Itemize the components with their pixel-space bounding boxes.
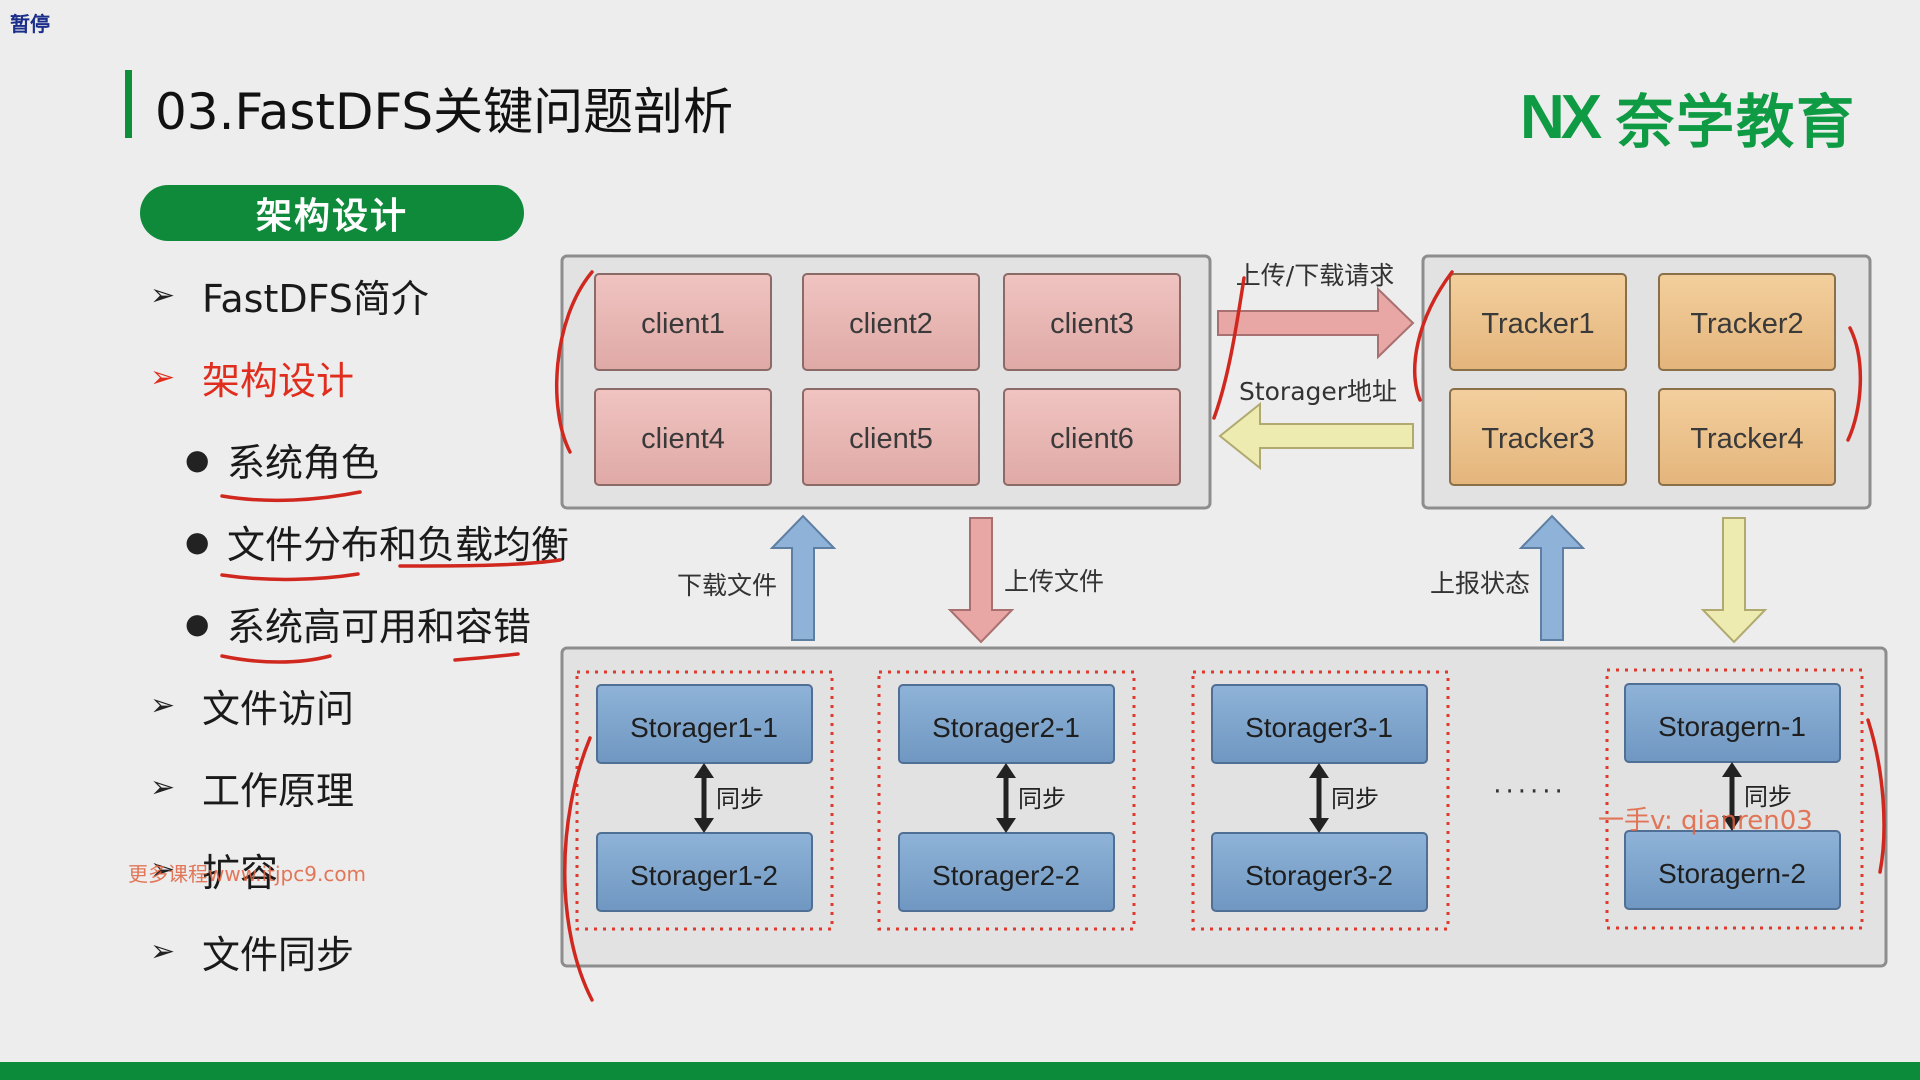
storage-node xyxy=(898,684,1115,764)
watermark-contact: 一手v: qianren03 xyxy=(1598,806,1813,836)
storage-node-label: Storager1-1 xyxy=(630,712,778,743)
storage-node-label: Storager2-2 xyxy=(932,860,1080,891)
storage-node xyxy=(1624,683,1841,763)
outline-item-label: 文件同步 xyxy=(202,933,355,977)
outline-item-label: 系统高可用和容错 xyxy=(227,605,532,649)
svg-text:Tracker3: Tracker3 xyxy=(1481,423,1594,455)
report-label: 上报状态 xyxy=(1430,569,1530,598)
upload-label: 上传文件 xyxy=(1004,567,1104,596)
dot-bullet-icon: ● xyxy=(185,443,210,476)
storage-cluster-panel xyxy=(560,646,1888,968)
client-node: client6 xyxy=(1003,388,1181,486)
storage-node-label: Storager2-1 xyxy=(932,712,1080,743)
outline-item-label: FastDFS简介 xyxy=(202,277,429,321)
ellipsis: ······ xyxy=(1493,777,1567,807)
outline-item-intro[interactable]: ➢ FastDFS简介 xyxy=(150,268,429,323)
client-node: client2 xyxy=(802,273,980,371)
request-arrow-right xyxy=(1217,286,1415,360)
sync-label: 同步 xyxy=(716,785,764,813)
tracker-node: Tracker4 xyxy=(1658,388,1836,486)
tracker-node: Tracker3 xyxy=(1449,388,1627,486)
outline-item-scaling[interactable]: ➢ 扩容 xyxy=(150,842,278,897)
arrow-bullet-icon: ➢ xyxy=(150,688,176,723)
storage-node-label: Storager3-1 xyxy=(1245,712,1393,743)
outline-item-label: 文件访问 xyxy=(202,687,355,731)
watermark-site: 更多课程www.itjpc9.com xyxy=(128,862,367,886)
arrow-bullet-icon: ➢ xyxy=(150,770,176,805)
address-arrow-left xyxy=(1218,401,1414,471)
pause-label: 暂停 xyxy=(10,12,50,36)
section-pill: 架构设计 xyxy=(140,185,524,241)
storage-node xyxy=(596,684,813,764)
client-node: client1 xyxy=(594,273,772,371)
svg-text:Tracker1: Tracker1 xyxy=(1481,308,1594,340)
sync-label: 同步 xyxy=(1331,785,1379,813)
svg-text:client4: client4 xyxy=(641,423,725,455)
client-node: client4 xyxy=(594,388,772,486)
storage-group-1: Storager1-1 Storager1-2 同步 xyxy=(575,670,834,931)
report-arrow-up xyxy=(1518,514,1586,641)
storage-group-3: Storager3-1 Storager3-2 同步 xyxy=(1191,670,1450,931)
page-title: 03.FastDFS关键问题剖析 xyxy=(155,83,734,141)
storage-node xyxy=(1211,684,1428,764)
arrow-bullet-icon: ➢ xyxy=(150,934,176,969)
outline-item-architecture[interactable]: ➢ 架构设计 xyxy=(150,350,354,405)
storage-node xyxy=(1624,830,1841,910)
arrow-bullet-icon: ➢ xyxy=(150,278,176,313)
title-accent-bar xyxy=(125,70,132,138)
storage-node-label: Storager1-2 xyxy=(630,860,778,891)
arrow-bullet-icon: ➢ xyxy=(150,360,176,395)
outline-item-label: 系统角色 xyxy=(227,441,380,485)
logo-mark: NX xyxy=(1520,82,1602,152)
storage-node-label: Storager3-2 xyxy=(1245,860,1393,891)
outline-item-label: 扩容 xyxy=(202,851,279,895)
dot-bullet-icon: ● xyxy=(185,607,210,640)
svg-text:client5: client5 xyxy=(849,423,933,455)
download-label: 下载文件 xyxy=(677,571,777,600)
outline-subitem-high-availability[interactable]: ● 系统高可用和容错 xyxy=(185,596,531,651)
storage-node xyxy=(898,832,1115,912)
svg-text:client3: client3 xyxy=(1050,308,1134,340)
svg-text:Tracker2: Tracker2 xyxy=(1690,308,1803,340)
address-label: Storager地址 xyxy=(1239,377,1397,406)
arrow-bullet-icon: ➢ xyxy=(150,852,176,887)
storage-group-n: Storagern-1 Storagern-2 同步 xyxy=(1605,668,1864,930)
storage-node xyxy=(596,832,813,912)
dot-bullet-icon: ● xyxy=(185,525,210,558)
tracker-node: Tracker2 xyxy=(1658,273,1836,371)
svg-text:Tracker4: Tracker4 xyxy=(1690,423,1803,455)
logo-text: 奈学教育 xyxy=(1616,88,1857,156)
outline-item-file-access[interactable]: ➢ 文件访问 xyxy=(150,678,354,733)
storage-group-2: Storager2-1 Storager2-2 同步 xyxy=(877,670,1136,931)
brand-logo: NX 奈学教育 xyxy=(1520,75,1856,159)
client-node: client3 xyxy=(1003,273,1181,371)
outline-item-working-principle[interactable]: ➢ 工作原理 xyxy=(150,760,354,815)
storage-node-label: Storagern-1 xyxy=(1658,711,1806,742)
svg-text:client1: client1 xyxy=(641,308,725,340)
svg-text:client2: client2 xyxy=(849,308,933,340)
tracker-to-storage-arrow-down xyxy=(1700,517,1768,644)
tracker-node: Tracker1 xyxy=(1449,273,1627,371)
request-label: 上传/下载请求 xyxy=(1236,261,1394,290)
sync-label: 同步 xyxy=(1018,785,1066,813)
download-arrow-up xyxy=(769,514,837,641)
sync-label: 同步 xyxy=(1744,783,1792,811)
storage-node-label: Storagern-2 xyxy=(1658,858,1806,889)
outline-item-label: 架构设计 xyxy=(202,359,355,403)
outline-item-label: 工作原理 xyxy=(202,769,355,813)
svg-text:client6: client6 xyxy=(1050,423,1134,455)
outline-item-file-sync[interactable]: ➢ 文件同步 xyxy=(150,924,354,979)
footer-bar xyxy=(0,1062,1920,1080)
outline-subitem-roles[interactable]: ● 系统角色 xyxy=(185,432,379,487)
client-node: client5 xyxy=(802,388,980,486)
upload-arrow-down xyxy=(947,517,1015,644)
storage-node xyxy=(1211,832,1428,912)
